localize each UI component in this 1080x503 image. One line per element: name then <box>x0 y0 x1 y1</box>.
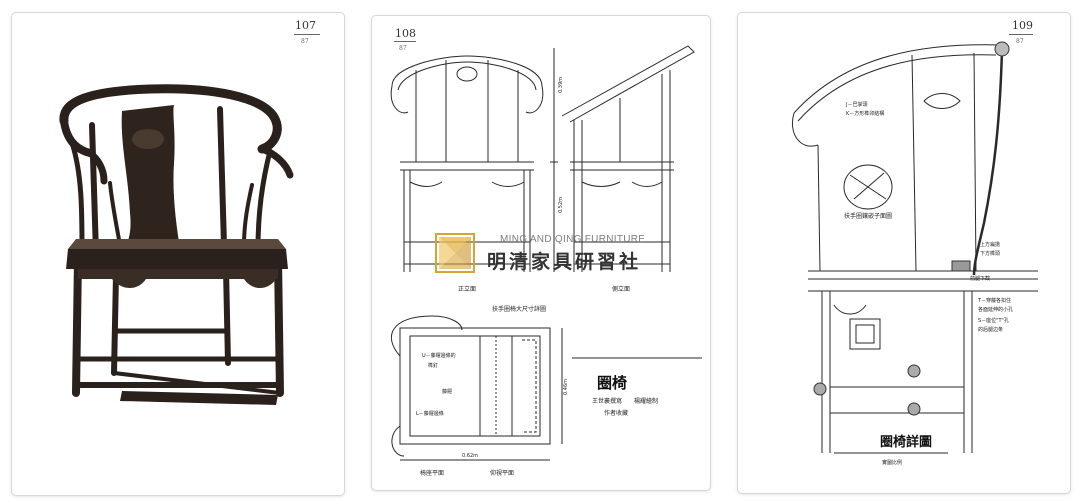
side-note-4: 的后腿边条 <box>978 327 1004 333</box>
label-front-elevation: 正立面 <box>458 286 477 293</box>
elevation-drawings <box>390 45 702 461</box>
credit-collection: 作者收藏 <box>604 410 629 417</box>
upper-note-3: 前腿下截 <box>970 276 991 282</box>
credit-drafter: 楊耀繪制 <box>634 398 659 405</box>
label-underside-plan: 仰視平面 <box>490 470 515 477</box>
note-mid: 藤屜 <box>442 389 453 395</box>
detail-title: 圈椅詳圖 <box>880 435 933 450</box>
credit-author: 王世襄撰寫 <box>592 398 623 405</box>
label-seat-plan: 椅座平面 <box>420 470 445 477</box>
page-number-rule <box>1009 34 1033 35</box>
inset-caption: 扶手圈鑲嵌子面圖 <box>844 213 893 220</box>
watermark-chinese: 明清家具研習社 <box>487 251 642 273</box>
watermark-latin: MING AND QING FURNITURE <box>500 234 646 245</box>
side-note-1: T－穿藤各扣住 <box>978 298 1012 304</box>
note-j: J－巴掌頭 <box>846 102 868 108</box>
page-number: 109 <box>1012 19 1033 32</box>
page-number: 108 <box>395 27 416 40</box>
note-u-2: 榫釘 <box>428 363 439 369</box>
dim-top: 0.39m <box>558 76 565 94</box>
page-subnumber: 87 <box>399 45 407 52</box>
side-note-3: S－座位"T"孔 <box>978 318 1009 324</box>
upper-note-2: 下方榫頭 <box>980 251 1001 257</box>
page-number-rule <box>294 34 320 35</box>
page-109-detail: 109 87 <box>737 12 1071 494</box>
page-subnumber: 87 <box>301 38 309 45</box>
scale-label: 實圖比例 <box>882 460 903 466</box>
drawing-caption: 扶手圈椅大尺寸詳圖 <box>492 306 547 313</box>
upper-note-1: 上方扁擔 <box>980 242 1001 248</box>
dim-width: 0.62m <box>462 453 479 459</box>
side-note-2: 各面延伸的小孔 <box>978 307 1014 313</box>
armchair-photo <box>59 84 294 405</box>
note-u: U－藤屜邊條的 <box>422 353 456 359</box>
dim-mid: 0.52m <box>558 196 565 214</box>
drawing-title: 圈椅 <box>597 374 628 392</box>
dim-depth: 0.46m <box>563 378 570 396</box>
page-number-rule <box>394 41 416 42</box>
label-side-elevation: 側立面 <box>612 286 631 293</box>
note-k: K－方形榫卯結構 <box>846 111 885 117</box>
detail-drawing <box>792 41 1038 454</box>
page-number: 107 <box>295 19 316 32</box>
page-107-photo: 107 87 <box>11 12 345 496</box>
page-subnumber: 87 <box>1016 38 1024 45</box>
page-108-drawings: 108 87 <box>371 15 711 491</box>
note-l: L－藤屜邊條 <box>416 411 444 417</box>
watermark-logo-icon <box>435 233 475 273</box>
